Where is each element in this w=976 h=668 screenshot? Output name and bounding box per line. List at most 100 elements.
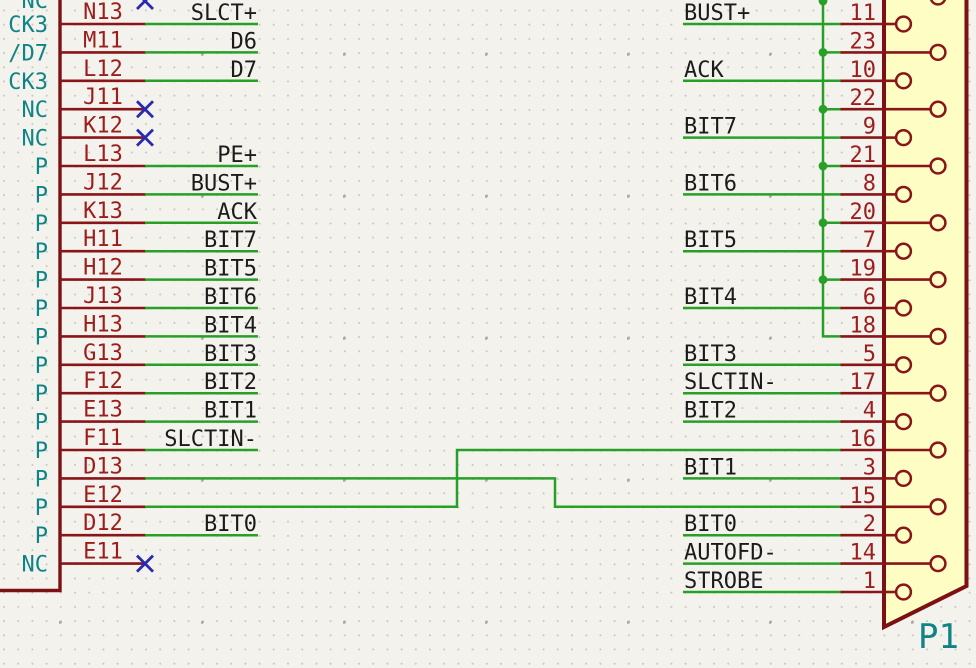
- pin-number: 3: [863, 455, 876, 480]
- pin-number: M11: [83, 28, 123, 53]
- pin-circle[interactable]: [894, 72, 913, 90]
- wire-e12-to-pin16[interactable]: [145, 448, 842, 509]
- pin-circle[interactable]: [894, 526, 913, 544]
- net-label[interactable]: BIT3: [204, 342, 257, 367]
- net-label[interactable]: BIT1: [204, 399, 257, 424]
- net-label[interactable]: D6: [231, 29, 258, 54]
- net-label[interactable]: BIT0: [684, 512, 737, 537]
- pin-circle[interactable]: [929, 554, 947, 573]
- net-label[interactable]: BIT7: [684, 115, 737, 140]
- pin-name: P: [35, 467, 48, 492]
- pin-circle[interactable]: [929, 384, 947, 402]
- pin-number: E13: [83, 398, 123, 423]
- pin-name: P: [35, 240, 48, 265]
- pin-circle[interactable]: [929, 0, 947, 6]
- pin-number: 22: [850, 86, 877, 111]
- pin-name: P: [35, 411, 48, 436]
- net-label[interactable]: BIT1: [684, 455, 737, 480]
- pin-number: 4: [863, 399, 876, 424]
- net-label[interactable]: BIT0: [204, 512, 257, 537]
- connector-pin-numbers: 11 23 10 22 9 21 8 20 7 19 6 18 5 17 4 1…: [850, 1, 877, 594]
- net-label[interactable]: BIT2: [684, 399, 737, 424]
- pin-circle[interactable]: [894, 128, 913, 147]
- no-connect-marker[interactable]: [136, 100, 154, 119]
- net-label[interactable]: AUTOFD-: [684, 541, 777, 566]
- pin-name: P: [35, 155, 48, 180]
- pin-number: 21: [850, 143, 877, 168]
- right-wires: BUST+ ACK BIT7 BIT6 BIT5 BIT4 BIT3 SLCTI…: [683, 0, 842, 594]
- junction-dot[interactable]: [818, 104, 828, 114]
- net-label[interactable]: BIT4: [204, 313, 257, 338]
- reference-designator[interactable]: P1: [918, 617, 959, 657]
- pin-number: K12: [83, 114, 123, 139]
- pin-circle[interactable]: [929, 43, 947, 62]
- net-label[interactable]: PE+: [217, 143, 257, 168]
- net-label[interactable]: BIT2: [204, 370, 257, 395]
- no-connect-marker[interactable]: [136, 0, 154, 10]
- net-label[interactable]: ACK: [217, 200, 257, 225]
- net-label[interactable]: BUST+: [684, 1, 750, 26]
- pin-number: 8: [863, 171, 876, 196]
- pin-number: L12: [83, 57, 123, 82]
- pin-circle[interactable]: [929, 270, 947, 289]
- pin-circle[interactable]: [894, 583, 913, 601]
- net-label[interactable]: BUST+: [191, 171, 257, 196]
- no-connect-marker[interactable]: [136, 554, 154, 573]
- pin-circle[interactable]: [894, 469, 913, 488]
- net-label[interactable]: BIT7: [204, 228, 257, 253]
- junction-dot[interactable]: [818, 275, 828, 284]
- net-label[interactable]: STROBE: [684, 569, 763, 594]
- net-label[interactable]: BIT6: [204, 285, 257, 310]
- net-label[interactable]: BIT5: [204, 257, 257, 282]
- pin-circle[interactable]: [929, 441, 947, 459]
- net-label[interactable]: SLCTIN-: [164, 427, 257, 452]
- pin-circle[interactable]: [894, 299, 913, 317]
- pin-number: 2: [863, 512, 876, 537]
- pin-number: H12: [83, 256, 123, 281]
- pin-name: P: [35, 439, 48, 464]
- pin-number: 18: [850, 313, 877, 338]
- pin-name: P: [35, 496, 48, 521]
- pin-circle[interactable]: [894, 242, 913, 260]
- net-label[interactable]: BIT3: [684, 342, 737, 367]
- pin-circle[interactable]: [894, 15, 913, 33]
- ic-component: N13 M11 L12 J11 K12 L13 J12 K13 H11 H12 …: [0, 0, 154, 593]
- pin-name: P: [35, 212, 48, 237]
- pin-circle[interactable]: [929, 327, 947, 346]
- pin-circle[interactable]: [929, 214, 947, 232]
- pin-number: 16: [850, 427, 877, 452]
- pin-number: G13: [83, 341, 123, 366]
- pin-number: 20: [850, 200, 877, 225]
- pin-circle[interactable]: [894, 185, 913, 204]
- pin-number: E12: [83, 483, 123, 508]
- junction-dot[interactable]: [818, 0, 828, 6]
- pin-circle[interactable]: [929, 498, 947, 516]
- pin-name: P: [35, 382, 48, 407]
- pin-name: /D7: [8, 41, 48, 66]
- net-label[interactable]: BIT5: [684, 228, 737, 253]
- pin-number: E11: [83, 540, 123, 565]
- no-connect-marker[interactable]: [136, 128, 154, 147]
- ic-pin-names: NC CK3 /D7 CK3 NC NC P P P P P P P P P P…: [8, 0, 48, 578]
- ic-pin-numbers: N13 M11 L12 J11 K12 L13 J12 K13 H11 H12 …: [83, 0, 123, 565]
- pin-number: L13: [83, 142, 123, 167]
- pin-number: 9: [863, 115, 876, 140]
- net-label[interactable]: SLCTIN-: [684, 370, 777, 395]
- pin-number: J13: [83, 284, 123, 309]
- pin-circle[interactable]: [894, 412, 913, 431]
- junction-dot[interactable]: [818, 218, 828, 228]
- net-label[interactable]: BIT4: [684, 285, 737, 310]
- wire-d13-to-pin15[interactable]: [145, 477, 842, 509]
- pin-circle[interactable]: [894, 356, 913, 374]
- junction-dot[interactable]: [818, 161, 828, 171]
- junction-dot[interactable]: [818, 48, 828, 57]
- pin-circle[interactable]: [929, 157, 947, 175]
- ic-body-outline[interactable]: [0, 0, 62, 593]
- net-label[interactable]: ACK: [684, 58, 724, 83]
- pin-number: 7: [863, 228, 876, 253]
- pin-name: NC: [22, 98, 49, 123]
- net-label[interactable]: BIT6: [684, 171, 737, 196]
- pin-circle[interactable]: [929, 100, 947, 118]
- net-label[interactable]: SLCT+: [191, 1, 257, 26]
- net-label[interactable]: D7: [231, 58, 258, 83]
